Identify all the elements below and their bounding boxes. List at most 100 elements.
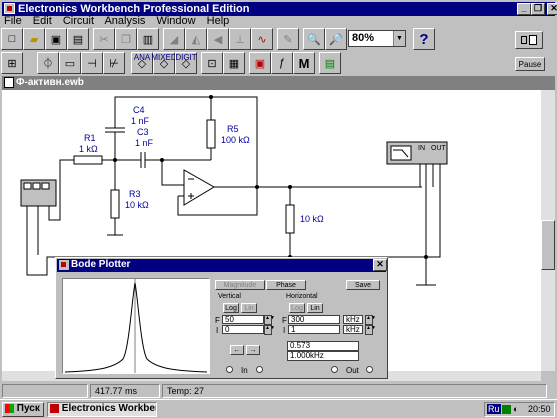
rotate-icon[interactable]: ◢	[163, 28, 185, 50]
bode-plot-area[interactable]	[62, 278, 210, 374]
clock[interactable]: 20:50	[528, 404, 551, 414]
scope-in-label: IN	[418, 145, 425, 152]
document-title-bar[interactable]: Ф-активн.ewb	[2, 76, 555, 90]
app-title-bar[interactable]: Electronics Workbench Professional Editi…	[2, 2, 557, 16]
tray-app-icon[interactable]	[502, 405, 511, 414]
digital-bin-icon[interactable]: ▦	[223, 52, 245, 74]
app-title: Electronics Workbench Professional Editi…	[18, 3, 250, 15]
phase-button[interactable]: Phase	[266, 280, 306, 290]
minimize-button[interactable]: _	[517, 3, 531, 15]
flip-horizontal-icon[interactable]: ◀	[207, 28, 229, 50]
vertical-lin-button[interactable]: Lin	[241, 303, 257, 313]
vertical-log-button[interactable]: Log	[223, 303, 239, 313]
basic-bin-icon[interactable]: ▭	[59, 52, 81, 74]
indicators-bin-icon[interactable]: ▣	[249, 52, 271, 74]
vertical-final-field[interactable]: 50	[222, 315, 264, 324]
horizontal-final-field[interactable]: 300	[288, 315, 340, 324]
volume-icon[interactable]: ◐	[513, 404, 519, 414]
controls-bin-icon[interactable]: ƒ	[271, 52, 293, 74]
zoom-select[interactable]: 80% ▼	[348, 30, 406, 47]
horizontal-log-button[interactable]: Log	[289, 303, 305, 313]
bode-save-button[interactable]: Save	[346, 280, 380, 290]
new-file-icon[interactable]: □	[1, 28, 23, 50]
help-button[interactable]: ?	[413, 28, 435, 50]
in-terminal-icon-2[interactable]	[256, 366, 263, 373]
sources-bin-icon[interactable]: ⏀	[37, 52, 59, 74]
logic-gates-bin-icon[interactable]: ⊡	[201, 52, 223, 74]
copy-icon[interactable]: ❐	[115, 28, 137, 50]
horizontal-final-spinner[interactable]: ▲▼	[365, 315, 376, 325]
status-cell-empty	[2, 384, 88, 398]
flip-vertical-icon[interactable]: ◭	[185, 28, 207, 50]
r5-name: R5	[227, 124, 239, 134]
pause-button[interactable]: Pause	[515, 57, 545, 71]
graph-icon[interactable]: ∿	[251, 28, 273, 50]
in-label: In	[241, 366, 248, 375]
component-properties-icon[interactable]: ✎	[277, 28, 299, 50]
in-terminal-icon[interactable]	[226, 366, 233, 373]
instruments-bin-icon[interactable]: ▤	[319, 52, 341, 74]
diodes-bin-icon[interactable]: ⊣	[81, 52, 103, 74]
close-button[interactable]: ✕	[547, 3, 557, 15]
status-temp-value: Temp: 27	[167, 386, 205, 396]
language-indicator[interactable]: Ru	[487, 404, 501, 414]
menu-file[interactable]: File	[4, 15, 22, 27]
paste-icon[interactable]: ▥	[137, 28, 159, 50]
misc-bin-icon[interactable]: M	[293, 52, 315, 74]
save-disk-icon[interactable]: ▣	[45, 28, 67, 50]
cut-icon[interactable]: ✂	[93, 28, 115, 50]
scroll-thumb[interactable]	[541, 220, 555, 270]
magnitude-button[interactable]: Magnitude	[215, 280, 265, 290]
vertical-i-label: I	[216, 326, 219, 335]
start-button[interactable]: Пуск	[2, 402, 44, 417]
out-terminal-icon-2[interactable]	[366, 366, 373, 373]
system-tray: Ru ◐ 20:50	[484, 402, 555, 417]
r1-name: R1	[84, 133, 96, 143]
vertical-lin-label: Lin	[244, 305, 254, 312]
horizontal-initial-spinner[interactable]: ▲▼	[365, 325, 376, 335]
horizontal-initial-field[interactable]: 1	[288, 325, 340, 334]
taskbar-task-button[interactable]: Electronics Workbench...	[47, 402, 157, 417]
status-time-value: 417.77 ms	[95, 386, 138, 396]
out-terminal-icon[interactable]	[331, 366, 338, 373]
menu-circuit[interactable]: Circuit	[62, 15, 94, 27]
analog-ic-bin-icon[interactable]: ANA◇	[131, 52, 153, 74]
horizontal-label: Horizontal	[286, 293, 318, 300]
vertical-final-spinner[interactable]: ▲▼	[264, 315, 275, 325]
vertical-initial-field[interactable]: 0	[222, 325, 264, 334]
status-bar: 417.77 ms Temp: 27	[0, 383, 557, 399]
cursor-left-button[interactable]: ←	[230, 345, 244, 355]
horizontal-lin-button[interactable]: Lin	[307, 303, 323, 313]
mixed-ic-bin-icon[interactable]: MIXED◇	[151, 52, 177, 74]
zoom-out-icon[interactable]: 🔍	[303, 28, 325, 50]
vertical-initial-spinner[interactable]: ▲▼	[264, 325, 275, 335]
menu-window[interactable]: Window	[156, 15, 196, 27]
zoom-in-icon[interactable]: 🔎	[325, 28, 347, 50]
menu-edit[interactable]: Edit	[32, 15, 52, 27]
vertical-scrollbar[interactable]	[541, 90, 555, 371]
transistors-bin-icon[interactable]: ⊬	[103, 52, 125, 74]
print-icon[interactable]: ▤	[67, 28, 89, 50]
vertical-initial-value: 0	[225, 325, 230, 334]
menu-analysis[interactable]: Analysis	[104, 15, 146, 27]
chevron-down-icon[interactable]: ▼	[393, 31, 405, 46]
horizontal-final-unit-value: kHz	[346, 315, 360, 324]
menu-help[interactable]: Help	[206, 15, 230, 27]
parts-bin-toolbar: ⊞ ⏀ ▭ ⊣ ⊬ ANA◇ MIXED◇ DIGIT◇ ⊡ ▦ ▣ ƒ M ▤…	[0, 52, 557, 76]
save-label: Save	[355, 282, 371, 289]
horizontal-initial-unit[interactable]: kHz	[343, 325, 363, 334]
maximize-button[interactable]: ❐	[531, 3, 545, 15]
mixed-ic-label: MIXED	[151, 53, 177, 62]
bode-plot-curve	[64, 279, 208, 373]
circuit-status-icon[interactable]: ⊞	[1, 52, 23, 74]
digital-ic-bin-icon[interactable]: DIGIT◇	[175, 52, 197, 74]
subcircuit-icon[interactable]: ⊥	[229, 28, 251, 50]
open-folder-icon[interactable]: ▰	[23, 28, 45, 50]
bode-close-button[interactable]: ✕	[373, 259, 387, 271]
power-switch-icon[interactable]	[515, 31, 543, 49]
cursor-right-button[interactable]: →	[246, 345, 260, 355]
bode-title-bar[interactable]: Bode Plotter ✕	[57, 259, 387, 272]
task-app-icon	[50, 403, 59, 413]
c4-name: C4	[133, 105, 145, 115]
horizontal-final-unit[interactable]: kHz	[343, 315, 363, 324]
